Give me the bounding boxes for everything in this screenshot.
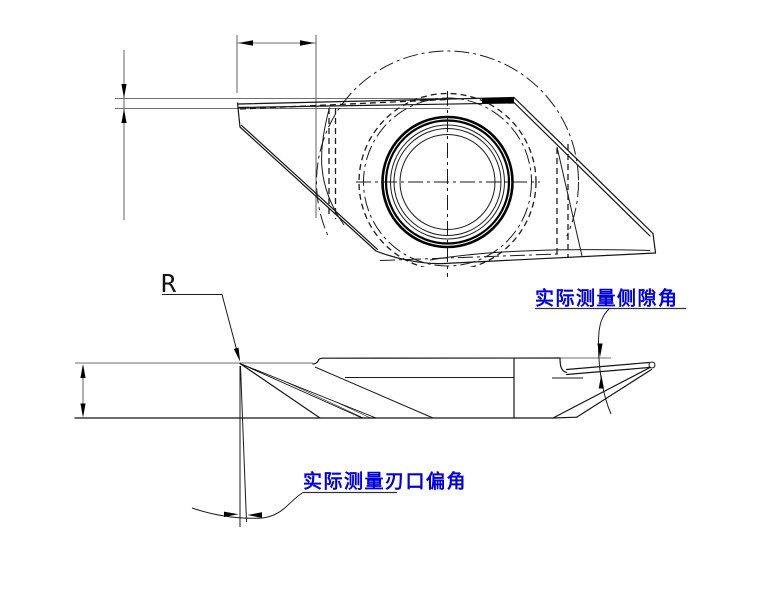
top-width-dimension [238,40,315,46]
annotations: R 实际测量侧隙角 实际测量刃口偏角 [161,269,686,494]
top-view [115,35,657,277]
edge-deflection-label: 实际测量刃口偏角 [303,470,467,493]
center-crosshair [356,91,540,277]
side-view [74,294,656,527]
hidden-pocket-edges [239,98,583,258]
insert-top-outline [236,96,657,265]
edge-height-dimension [121,84,127,123]
top-view-reference-lines [115,35,460,220]
radius-leader [162,294,241,362]
side-clearance-label: 实际测量侧隙角 [535,287,679,310]
edge-deflection-lines [191,365,304,527]
insert-side-outline [74,357,656,419]
radius-label: R [161,269,177,298]
thickness-dimension [80,364,86,418]
side-clearance-lines [597,308,612,415]
hatched-edge-band [239,363,377,419]
